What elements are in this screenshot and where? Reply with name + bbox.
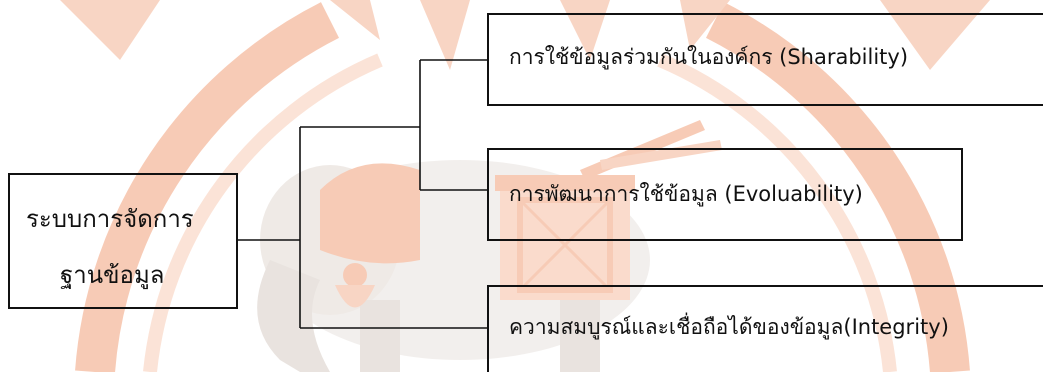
- branch-box-sharability: การใช้ข้อมูลร่วมกันในองค์กร (Sharability…: [487, 13, 1043, 106]
- root-label-line2: ฐานข้อมูล: [60, 261, 165, 289]
- branch-box-integrity: ความสมบูรณ์และเชื่อถือได้ของข้อมูล(Integ…: [487, 285, 1043, 372]
- root-box: ระบบการจัดการ ฐานข้อมูล: [8, 173, 238, 309]
- root-label-line1: ระบบการจัดการ: [26, 205, 194, 233]
- branch-label-integrity: ความสมบูรณ์และเชื่อถือได้ของข้อมูล(Integ…: [509, 315, 949, 339]
- branch-label-evoluability: การพัฒนาการใช้ข้อมูล (Evoluability): [509, 182, 863, 206]
- branch-box-evoluability: การพัฒนาการใช้ข้อมูล (Evoluability): [487, 148, 963, 241]
- branch-label-sharability: การใช้ข้อมูลร่วมกันในองค์กร (Sharability…: [509, 45, 909, 69]
